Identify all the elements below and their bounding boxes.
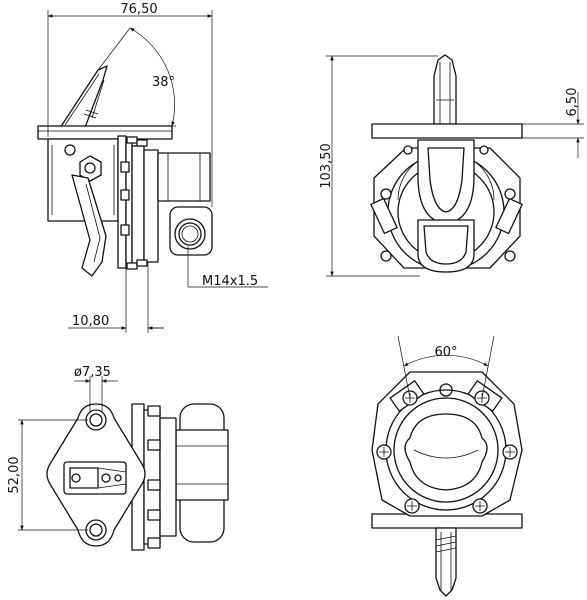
lever <box>59 65 108 131</box>
top-view-dimensions: 52,00 ø7,35 <box>7 365 118 531</box>
back-view-dimensions: 60° <box>397 335 495 399</box>
body-offset-label: 10,80 <box>72 314 109 329</box>
thread-label: M14x1.5 <box>202 274 258 289</box>
inlet-fitting <box>174 218 206 250</box>
front-view <box>370 54 523 273</box>
hex-nut <box>79 155 102 182</box>
outlet-housing <box>157 152 211 202</box>
screw <box>376 444 392 460</box>
front-view-dimensions: 103,50 6,50 <box>319 55 584 277</box>
back-view <box>371 371 523 597</box>
back-housing <box>371 371 523 517</box>
overall-width-label: 76,50 <box>120 2 157 17</box>
front-flange <box>371 123 523 139</box>
lever-tip <box>433 54 457 125</box>
side-view-dimensions: 76,50 38° M14x1.5 10,80 <box>47 2 268 333</box>
hole-spacing-label: 52,00 <box>7 456 22 493</box>
lower-arm <box>71 174 107 277</box>
top-flange <box>37 125 173 140</box>
side-view <box>37 65 213 277</box>
screw <box>404 498 420 514</box>
lever-angle-arc <box>129 27 175 127</box>
lever-angle-label: 38° <box>152 75 175 90</box>
overall-height-label: 103,50 <box>319 143 334 189</box>
screw <box>502 444 518 460</box>
rocker-arm <box>417 219 475 273</box>
top-view <box>46 403 229 551</box>
flange-thickness-label: 6,50 <box>565 88 580 117</box>
housing-angle-arc <box>403 354 489 367</box>
housing-angle-label: 60° <box>434 345 457 360</box>
screw <box>472 498 488 514</box>
hole-diameter-label: ø7,35 <box>74 365 111 380</box>
